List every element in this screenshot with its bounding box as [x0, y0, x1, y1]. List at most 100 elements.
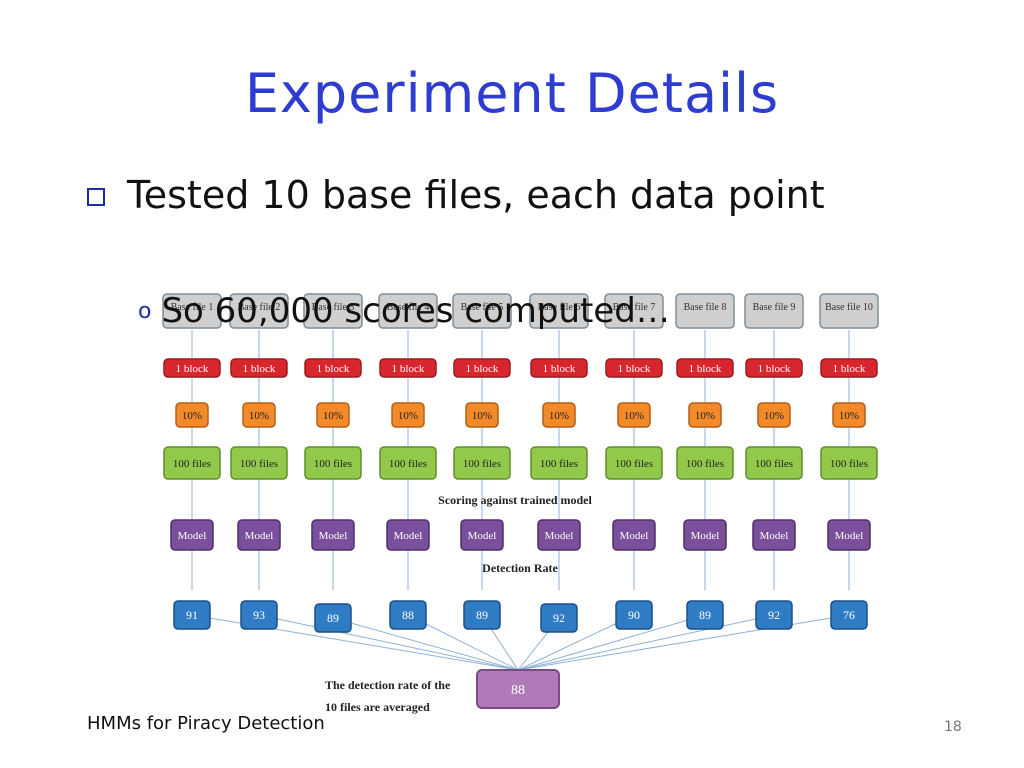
files-box: [745, 446, 803, 480]
block-box: [163, 358, 221, 378]
model-label: Model: [468, 530, 497, 542]
connector-line: [517, 614, 775, 671]
model-label: Model: [835, 530, 864, 542]
rate-box: [686, 600, 724, 630]
base-file-box: [675, 293, 735, 329]
percent-label: 10%: [549, 410, 569, 422]
rate-box: [830, 600, 868, 630]
percent-label: 10%: [695, 410, 715, 422]
rate-box: [389, 600, 427, 630]
rate-box: [314, 603, 352, 633]
files-label: 100 files: [240, 458, 278, 470]
percent-label: 10%: [182, 410, 202, 422]
detection-rate-value: 90: [628, 608, 640, 622]
average-value: 88: [511, 683, 525, 698]
files-box: [605, 446, 663, 480]
base-file-label: Base file 3: [312, 302, 355, 313]
block-label: 1 block: [243, 363, 276, 375]
percent-box: [688, 402, 722, 428]
sub-bullet-text: So 60,000 scores computed…: [161, 291, 670, 331]
files-box: [676, 446, 734, 480]
files-box: [379, 446, 437, 480]
percent-box: [542, 402, 576, 428]
rate-box: [173, 600, 211, 630]
detection-rate-value: 92: [768, 608, 780, 622]
base-file-label: Base file 10: [825, 302, 873, 313]
block-box: [379, 358, 437, 378]
block-label: 1 block: [833, 363, 866, 375]
model-box: [752, 519, 796, 551]
block-box: [453, 358, 511, 378]
files-box: [820, 446, 878, 480]
base-file-box: [303, 293, 363, 329]
footer-title: HMMs for Piracy Detection: [87, 713, 325, 734]
connector-line: [332, 617, 519, 671]
files-box: [230, 446, 288, 480]
model-label: Model: [545, 530, 574, 542]
rate-box: [240, 600, 278, 630]
model-label: Model: [394, 530, 423, 542]
model-box: [683, 519, 727, 551]
percent-box: [617, 402, 651, 428]
average-box: [476, 669, 560, 709]
percent-box: [391, 402, 425, 428]
model-label: Model: [319, 530, 348, 542]
detection-rate-value: 91: [186, 608, 198, 622]
percent-label: 10%: [472, 410, 492, 422]
files-label: 100 files: [314, 458, 352, 470]
average-caption-line2: 10 files are averaged: [325, 700, 430, 714]
percent-box: [465, 402, 499, 428]
block-label: 1 block: [618, 363, 651, 375]
base-file-label: Base file 9: [753, 302, 796, 313]
base-file-box: [819, 293, 879, 329]
bullet-text: Tested 10 base files, each data point: [127, 173, 825, 217]
rate-box: [463, 600, 501, 630]
percent-label: 10%: [764, 410, 784, 422]
base-file-box: [229, 293, 289, 329]
model-box: [827, 519, 871, 551]
files-label: 100 files: [755, 458, 793, 470]
base-file-label: Base file 1: [171, 302, 214, 313]
block-label: 1 block: [392, 363, 425, 375]
model-box: [386, 519, 430, 551]
model-label: Model: [178, 530, 207, 542]
connector-line: [517, 614, 850, 671]
detection-rate-value: 89: [699, 608, 711, 622]
files-label: 100 files: [686, 458, 724, 470]
base-file-box: [378, 293, 438, 329]
detection-rate-value: 93: [253, 608, 265, 622]
base-file-box: [604, 293, 664, 329]
files-box: [304, 446, 362, 480]
model-box: [170, 519, 214, 551]
page-number: 18: [944, 719, 962, 735]
detection-rate-caption: Detection Rate: [482, 561, 558, 575]
base-file-box: [162, 293, 222, 329]
percent-label: 10%: [323, 410, 343, 422]
base-file-box: [744, 293, 804, 329]
block-box: [676, 358, 734, 378]
files-label: 100 files: [615, 458, 653, 470]
block-label: 1 block: [543, 363, 576, 375]
block-box: [820, 358, 878, 378]
detection-rate-value: 76: [843, 608, 855, 622]
files-label: 100 files: [463, 458, 501, 470]
detection-rate-value: 92: [553, 611, 565, 625]
block-box: [304, 358, 362, 378]
detection-rate-value: 89: [476, 608, 488, 622]
block-box: [605, 358, 663, 378]
base-file-label: Base file 7: [613, 302, 656, 313]
block-label: 1 block: [176, 363, 209, 375]
files-label: 100 files: [173, 458, 211, 470]
base-file-label: Base file 5: [461, 302, 504, 313]
connector-line: [517, 614, 635, 671]
percent-box: [757, 402, 791, 428]
rate-box: [755, 600, 793, 630]
average-caption-line1: The detection rate of the: [325, 678, 451, 692]
files-label: 100 files: [389, 458, 427, 470]
block-box: [230, 358, 288, 378]
percent-box: [316, 402, 350, 428]
percent-box: [175, 402, 209, 428]
percent-label: 10%: [249, 410, 269, 422]
block-label: 1 block: [758, 363, 791, 375]
